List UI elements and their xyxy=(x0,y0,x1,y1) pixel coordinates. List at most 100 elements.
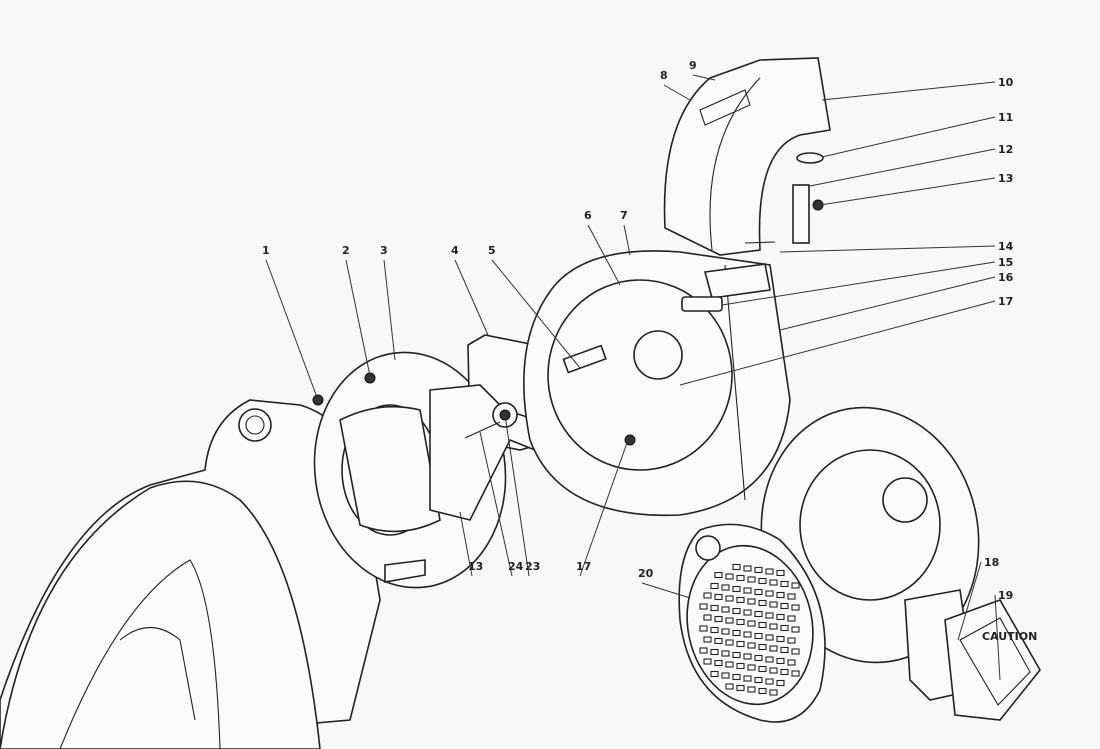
grille-slot xyxy=(699,647,708,654)
caution-guard: CAUTION xyxy=(944,599,1041,721)
leader-line xyxy=(623,224,631,256)
grille-slot xyxy=(736,596,745,604)
callout-label-9: 9 xyxy=(689,59,697,72)
grille-slot xyxy=(721,628,730,635)
grille-slot xyxy=(736,574,745,582)
grille-slot xyxy=(791,626,800,633)
grille-slot xyxy=(725,683,734,690)
grille-slot xyxy=(725,639,734,646)
grille-slot xyxy=(754,610,763,618)
leader-line xyxy=(587,224,621,286)
callout-label-8: 8 xyxy=(660,69,668,82)
grille-slot xyxy=(758,621,767,629)
grille-slot xyxy=(754,588,763,596)
grille-slot xyxy=(791,604,800,611)
leader-line xyxy=(459,511,473,577)
grille-slot xyxy=(743,565,752,572)
callout-label-3: 3 xyxy=(380,244,388,257)
callout-label-1: 1 xyxy=(262,244,270,257)
leader-line xyxy=(821,81,996,101)
grille-slot xyxy=(747,576,756,583)
grille-slot xyxy=(791,582,800,589)
grille-slot xyxy=(769,667,778,674)
grille-slot xyxy=(710,604,719,612)
grille-slot xyxy=(776,569,785,577)
grille-slot xyxy=(732,651,741,659)
grille-slot xyxy=(725,595,734,602)
inlet-grille xyxy=(678,523,826,723)
grille-slot xyxy=(721,584,730,591)
callout-label-16: 16 xyxy=(998,271,1014,284)
callout-label-5: 5 xyxy=(488,244,496,257)
grille-slot xyxy=(776,657,785,665)
grille-slot xyxy=(743,609,752,616)
grille-slot xyxy=(754,654,763,662)
callout-label-19: 19 xyxy=(998,589,1013,602)
callout-label-13: 13 xyxy=(468,560,483,573)
grille-slot xyxy=(758,665,767,673)
grille-slot xyxy=(765,612,774,619)
grille-slot xyxy=(780,580,789,588)
grille-slot xyxy=(758,577,767,585)
callout-label-14: 14 xyxy=(998,240,1014,253)
grille-slot xyxy=(758,643,767,651)
grille-slot xyxy=(736,684,745,692)
leader-line xyxy=(504,414,530,577)
grille-slot xyxy=(769,623,778,630)
grille-slot xyxy=(699,625,708,632)
grille-slot xyxy=(787,593,796,600)
callout-label-11: 11 xyxy=(998,111,1013,124)
grille-slot xyxy=(754,676,763,684)
leader-line xyxy=(383,259,396,361)
grille-slot xyxy=(776,635,785,643)
grille-slot xyxy=(743,631,752,638)
grille-slot xyxy=(780,602,789,610)
grille-slot xyxy=(765,656,774,663)
callout-label-7: 7 xyxy=(620,209,628,222)
leader-line xyxy=(692,74,716,81)
callout-label-12: 12 xyxy=(998,143,1013,156)
grille-slot xyxy=(725,661,734,668)
grille-slot xyxy=(791,670,800,677)
callout-label-10: 10 xyxy=(998,76,1014,89)
grille-slot xyxy=(703,658,712,665)
grille-slot xyxy=(769,689,778,696)
leader-lines xyxy=(265,74,1001,681)
grille-slot xyxy=(776,613,785,621)
grille-slot xyxy=(776,591,785,599)
grille-slot xyxy=(765,590,774,597)
leader-line xyxy=(641,582,691,599)
grille-slot xyxy=(780,668,789,676)
motor-housing xyxy=(0,399,381,749)
grille-slot xyxy=(703,592,712,599)
grille-slot xyxy=(758,687,767,695)
scroll-housing xyxy=(523,250,791,517)
grille-slot xyxy=(736,618,745,626)
grille-slot xyxy=(736,662,745,670)
callout-label-4: 4 xyxy=(451,244,459,257)
grille-slot xyxy=(791,648,800,655)
grille-slot xyxy=(769,579,778,586)
discharge-hood xyxy=(663,57,831,256)
leader-line xyxy=(663,84,691,101)
grille-slot xyxy=(714,593,723,601)
grille-slot xyxy=(703,636,712,643)
grille-slot xyxy=(699,603,708,610)
grille-slot xyxy=(787,659,796,666)
grille-slot xyxy=(710,626,719,634)
grille-slot xyxy=(710,648,719,656)
grille-slot xyxy=(703,614,712,621)
leader-line xyxy=(779,245,996,253)
callout-label-20: 20 xyxy=(638,567,654,580)
grille-slot xyxy=(721,606,730,613)
callout-label-17: 17 xyxy=(998,295,1013,308)
grille-slot xyxy=(714,571,723,579)
grille-slot xyxy=(787,637,796,644)
leader-line xyxy=(721,261,996,306)
grille-slot xyxy=(732,629,741,637)
grille-slot xyxy=(747,686,756,693)
leader-line xyxy=(679,300,996,386)
callout-label-13: 13 xyxy=(998,172,1013,185)
grille-slot xyxy=(714,637,723,645)
